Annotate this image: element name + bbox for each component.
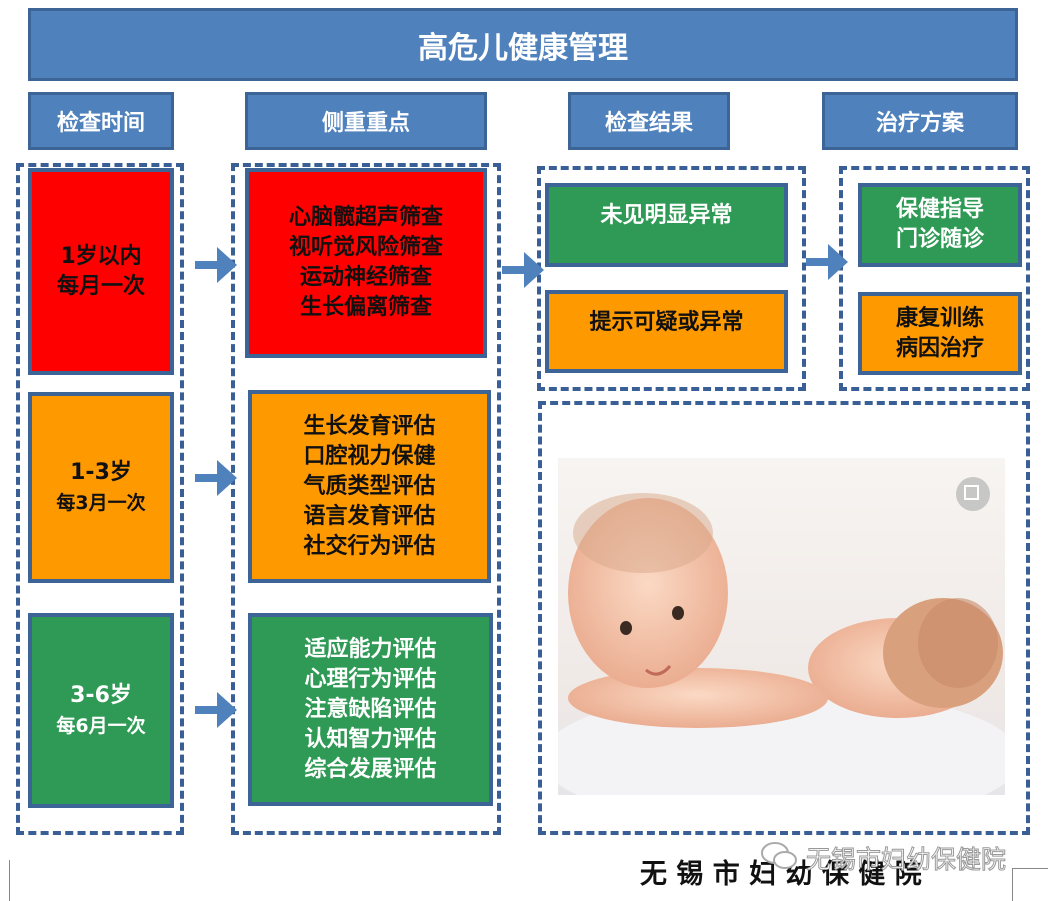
line: 认知智力评估	[304, 726, 437, 752]
line: 心理行为评估	[304, 666, 437, 692]
result-normal: 未见明显异常	[545, 183, 788, 267]
header-label: 侧重重点	[321, 111, 410, 136]
header-focus: 侧重重点	[245, 92, 487, 150]
header-result: 检查结果	[568, 92, 730, 150]
line: 3-6岁	[70, 682, 132, 708]
time-box-1: 1-3岁每3月一次	[28, 392, 174, 583]
arrow-right-icon	[806, 244, 848, 280]
line: 1-3岁	[70, 459, 132, 485]
treatment-box-0: 保健指导门诊随诊	[858, 183, 1022, 267]
line: 1岁以内	[60, 243, 142, 269]
title: 高危儿健康管理	[418, 30, 628, 66]
title-bar: 高危儿健康管理	[28, 8, 1018, 81]
watermark: 无锡市妇幼保健院	[805, 845, 1007, 875]
line: 提示可疑或异常	[589, 310, 744, 335]
babies-photo	[558, 458, 1005, 795]
arrow-right-icon	[195, 247, 237, 283]
corner-line	[0, 860, 10, 901]
line: 病因治疗	[895, 335, 984, 361]
line: 每月一次	[56, 273, 145, 299]
line: 语言发育评估	[303, 503, 436, 529]
arrow-right-icon	[195, 460, 237, 496]
header-label: 治疗方案	[875, 111, 964, 136]
result-abnormal: 提示可疑或异常	[545, 290, 788, 373]
line: 保健指导	[895, 197, 984, 222]
line: 社交行为评估	[303, 533, 436, 559]
header-label: 检查时间	[56, 111, 145, 136]
line: 注意缺陷评估	[304, 696, 437, 722]
line: 每6月一次	[56, 714, 146, 737]
time-group	[16, 163, 184, 835]
line: 生长发育评估	[303, 413, 436, 439]
line: 综合发展评估	[304, 756, 437, 782]
arrow-right-icon	[195, 692, 237, 728]
line: 康复训练	[895, 305, 984, 331]
photo-group	[538, 401, 1030, 835]
corner-line	[1012, 868, 1048, 901]
time-box-2: 3-6岁每6月一次	[28, 613, 174, 808]
header-time: 检查时间	[28, 92, 174, 150]
header-treatment: 治疗方案	[822, 92, 1018, 150]
time-box-0: 1岁以内每月一次	[28, 168, 174, 375]
line: 心脑髋超声筛查	[288, 205, 443, 230]
line: 口腔视力保健	[303, 443, 436, 469]
focus-group	[231, 163, 501, 835]
line: 生长偏离筛查	[299, 295, 432, 320]
line: 视听觉风险筛查	[288, 235, 443, 260]
line: 运动神经筛查	[299, 265, 432, 290]
focus-box-2: 适应能力评估心理行为评估注意缺陷评估认知智力评估综合发展评估	[248, 613, 493, 806]
focus-box-0: 心脑髋超声筛查视听觉风险筛查运动神经筛查生长偏离筛查	[245, 168, 487, 358]
line: 门诊随诊	[895, 227, 984, 252]
result-group	[537, 166, 806, 391]
focus-box-1: 生长发育评估口腔视力保健气质类型评估语言发育评估社交行为评估	[248, 390, 491, 583]
line: 每3月一次	[56, 491, 146, 514]
header-label: 检查结果	[604, 111, 693, 136]
line: 适应能力评估	[304, 636, 437, 662]
arrow-right-icon	[502, 252, 544, 288]
treatment-group	[839, 166, 1030, 391]
line: 气质类型评估	[303, 473, 436, 499]
treatment-box-1: 康复训练病因治疗	[858, 292, 1022, 375]
wechat-icon	[761, 842, 797, 869]
line: 未见明显异常	[600, 203, 733, 228]
